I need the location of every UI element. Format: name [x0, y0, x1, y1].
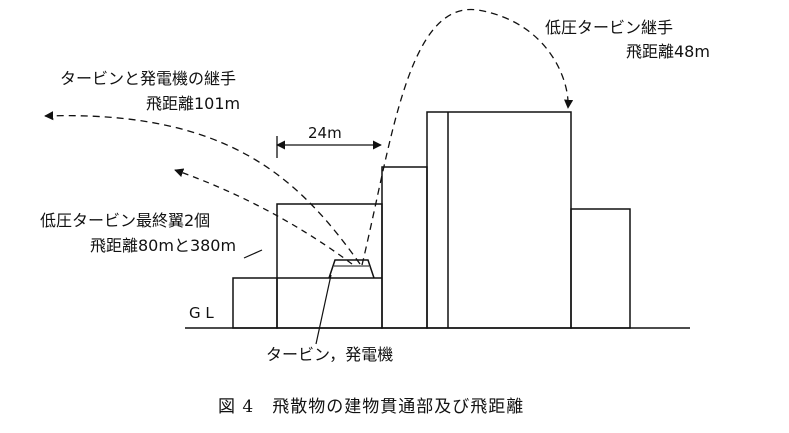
figure-caption: 図 4 飛散物の建物貫通部及び飛距離 [218, 397, 525, 417]
label-lp-blades-title: 低圧タービン最終翼2個 [40, 211, 211, 230]
leader-lp-blades [243, 249, 263, 259]
label-turbine-gen-coupling-distance: 飛距離101m [146, 94, 241, 113]
label-span: 24m [308, 124, 342, 142]
middle-building [381, 166, 428, 329]
label-lp-coupling-distance: 飛距離48m [626, 42, 710, 61]
right-annex [570, 208, 631, 329]
label-lp-coupling-title: 低圧タービン継手 [545, 18, 674, 37]
leader-turbine-generator [315, 274, 332, 345]
label-turbine-gen-coupling-title: タービンと発電機の継手 [60, 69, 237, 88]
trajectory-turbine-gen-coupling [44, 111, 361, 265]
label-ground: G L [189, 304, 214, 322]
trajectory-lp-blades [174, 168, 353, 265]
turbine-generator-unit [328, 259, 375, 279]
label-lp-blades-distance: 飛距離80mと380m [90, 236, 237, 255]
label-turbine-generator: タービン，発電機 [266, 345, 394, 364]
left-annex [232, 277, 278, 329]
trajectory-lp-coupling [361, 8, 574, 266]
